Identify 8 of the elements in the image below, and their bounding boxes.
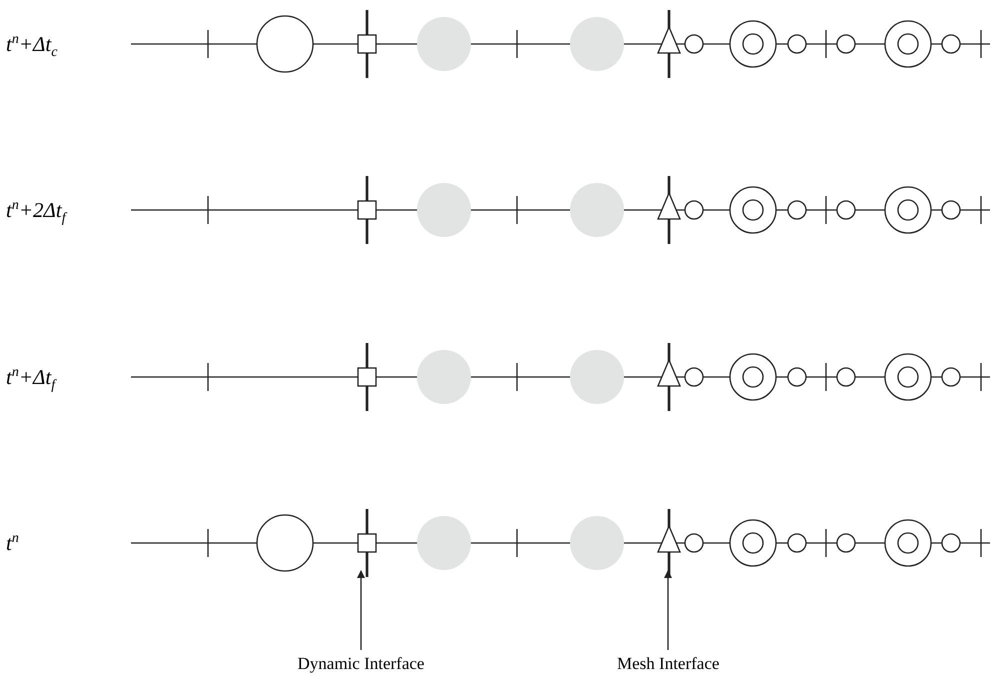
interface-label: Dynamic Interface: [298, 654, 424, 674]
interface-label: Mesh Interface: [617, 654, 720, 674]
arrow: [664, 570, 672, 650]
arrow: [357, 570, 365, 650]
time-level-label: t$^{n}$+2Δt$_{f}$: [6, 197, 66, 228]
time-level-label: t$^{n}$+Δt$_{c}$: [6, 31, 58, 62]
time-level-label: t$^{n}$+Δt$_{f}$: [6, 364, 56, 396]
time-level-label: t$^{n}$: [6, 530, 19, 555]
